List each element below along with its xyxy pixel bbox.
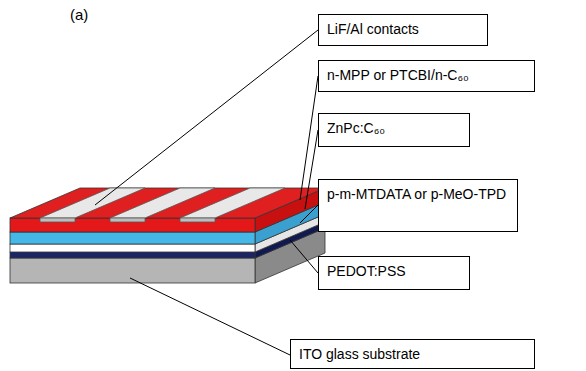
label-box: ITO glass substrate	[290, 339, 535, 369]
label-box: p-m-MTDATA or p-MeO-TPD	[318, 179, 518, 232]
layer-name: p-m-MTDATA or p-MeO-TPD	[327, 185, 509, 203]
layer-name: ITO glass substrate	[299, 345, 526, 363]
label-box: n-MPP or PTCBI/n-C₆₀	[318, 60, 535, 92]
layer-name: ZnPc:C₆₀	[327, 119, 461, 137]
pedot-front	[10, 252, 255, 258]
layer-name: LiF/Al contacts	[327, 20, 479, 38]
etl-front	[10, 218, 255, 232]
layer-name: PEDOT:PSS	[327, 262, 461, 280]
label-box: PEDOT:PSS	[318, 256, 470, 290]
label-box: LiF/Al contacts	[318, 14, 488, 46]
htl-front	[10, 244, 255, 252]
contact-strips	[40, 188, 285, 222]
panel-label: (a)	[70, 6, 88, 23]
label-box: ZnPc:C₆₀	[318, 113, 470, 147]
layer-name: n-MPP or PTCBI/n-C₆₀	[327, 66, 526, 84]
leader-lines	[95, 30, 318, 355]
etl-top	[10, 188, 325, 218]
active-front	[10, 232, 255, 244]
